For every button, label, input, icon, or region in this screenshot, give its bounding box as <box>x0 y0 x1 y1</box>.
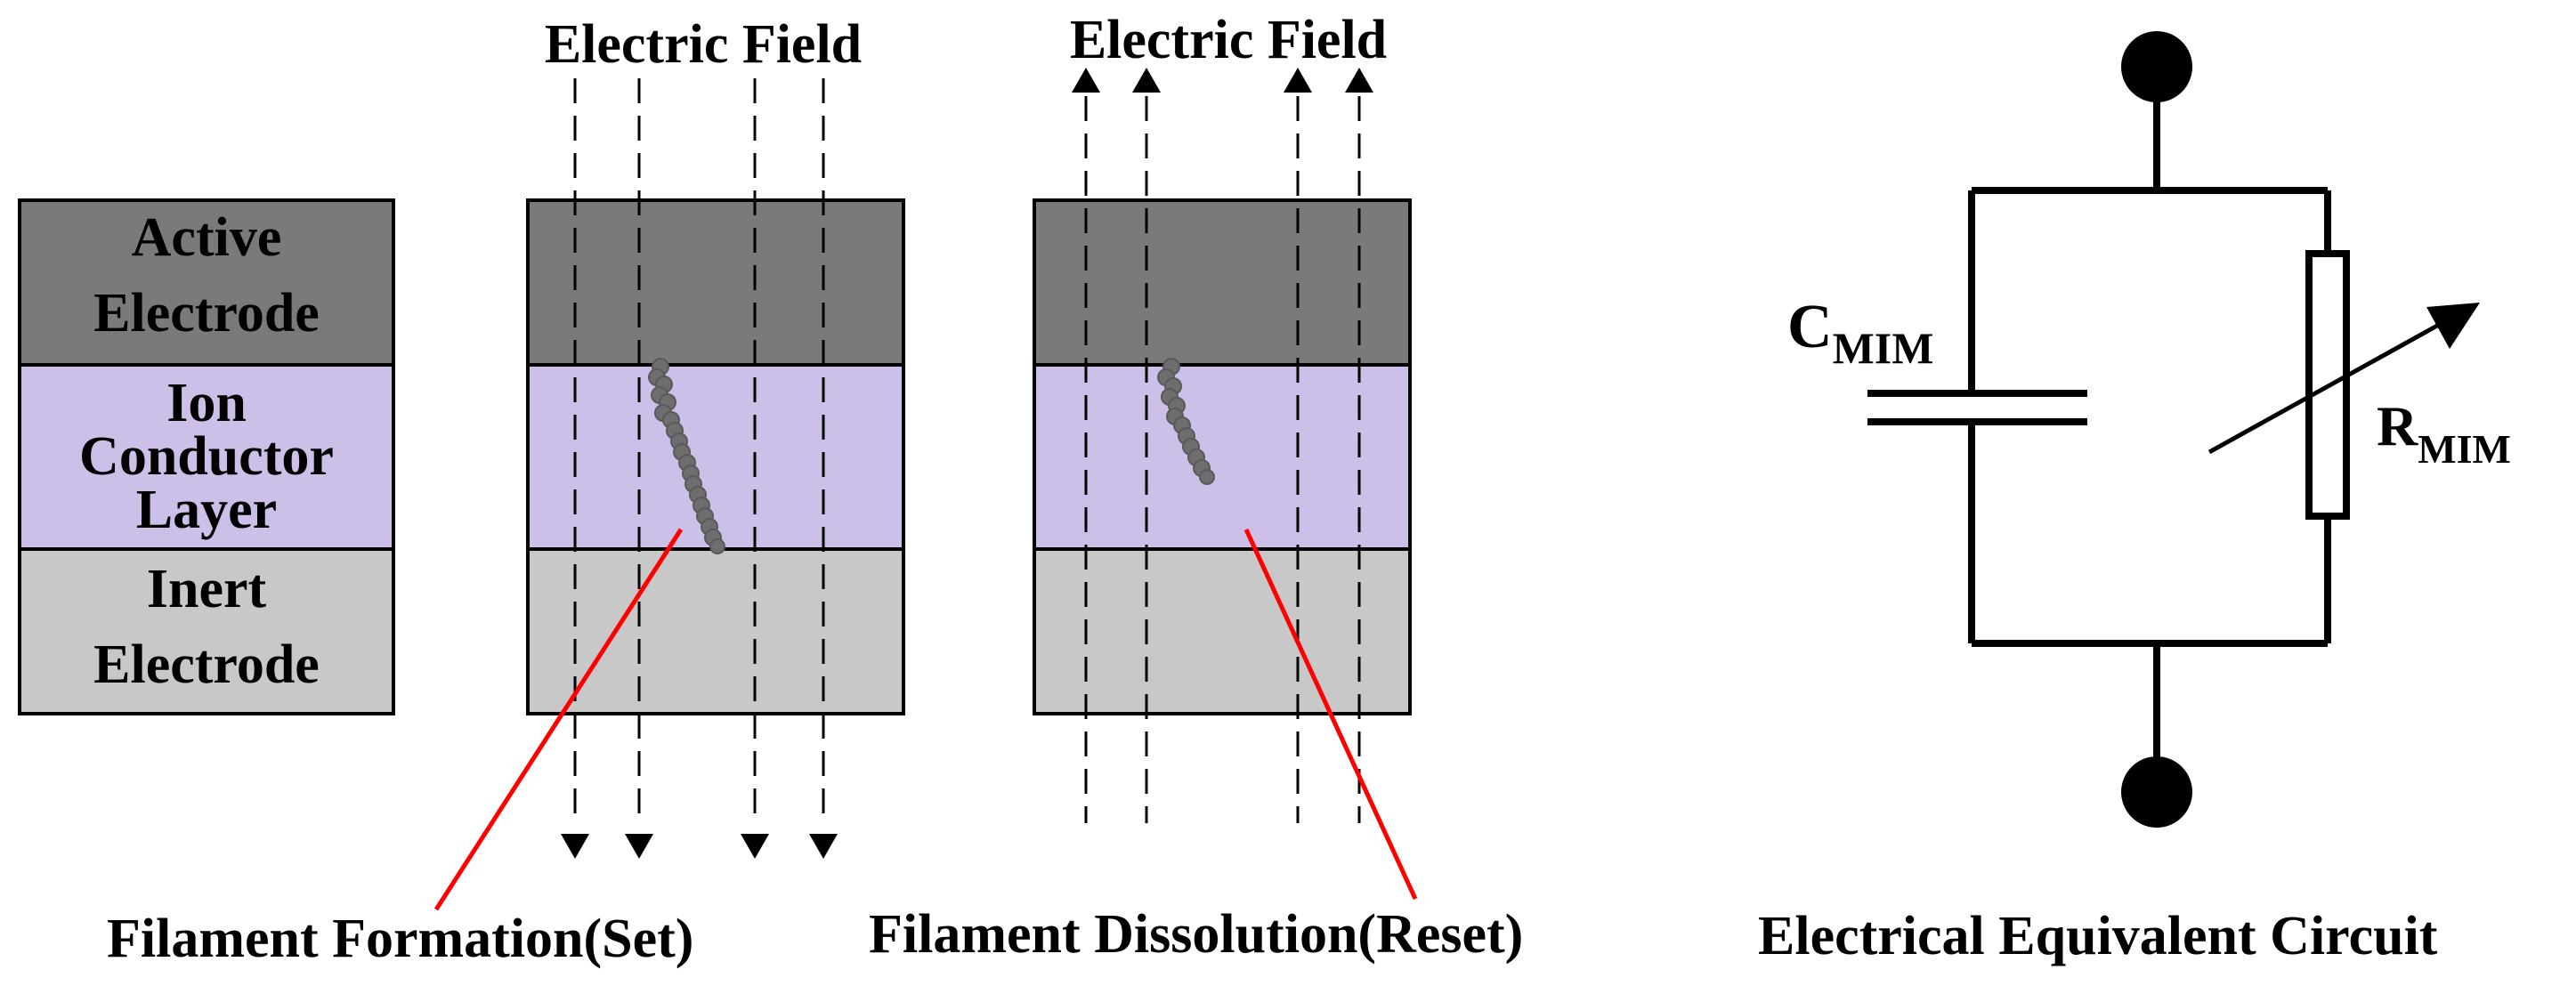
capacitor-label: CMIM <box>1787 293 1933 373</box>
inert-electrode-label-line1: Inert <box>147 559 267 619</box>
equivalent-circuit <box>1867 31 2439 828</box>
reset-arrow-up-2 <box>1132 68 1161 93</box>
ion-conductor-label-line1: Ion <box>166 373 247 433</box>
ion-conductor-label-line3: Layer <box>136 480 277 540</box>
set-arrow-down-4 <box>809 834 838 859</box>
reset-filament <box>1157 358 1215 485</box>
reset-arrow-up-1 <box>1072 68 1100 93</box>
set-arrow-down-1 <box>561 834 589 859</box>
set-field-arrows <box>561 834 838 859</box>
circuit-caption: Electrical Equivalent Circuit <box>1758 906 2438 966</box>
inert-electrode-label-line2: Electrode <box>93 634 320 695</box>
variable-arrow-head <box>2426 303 2480 349</box>
ion-conductor-label-line2: Conductor <box>79 426 334 487</box>
set-field-lines <box>573 78 825 823</box>
reset-pointer-line <box>1243 528 1418 901</box>
set-panel: Electric Field Filament Formation(Set <box>107 14 905 969</box>
inert-electrode-layer <box>18 547 395 715</box>
bottom-terminal <box>2121 756 2192 828</box>
active-electrode-layer <box>18 198 395 367</box>
active-electrode-label-line1: Active <box>132 207 282 268</box>
set-electric-field-label: Electric Field <box>545 14 862 75</box>
circuit-labels: CMIM RMIM Electrical Equivalent Circuit <box>1758 293 2511 966</box>
variable-arrow-shaft <box>2207 323 2439 455</box>
reset-active-electrode <box>1033 198 1412 367</box>
reset-caption: Filament Dissolution(Reset) <box>869 904 1523 965</box>
set-arrow-down-2 <box>625 834 653 859</box>
ion-conductor-layer <box>18 363 395 551</box>
set-arrow-down-3 <box>741 834 769 859</box>
set-caption: Filament Formation(Set) <box>107 909 693 969</box>
resistor-label: RMIM <box>2377 394 2511 472</box>
set-inert-electrode <box>526 547 905 715</box>
reset-panel: Electric Field Filament Dissolution(Rese… <box>869 10 1523 965</box>
reset-arrow-up-4 <box>1345 68 1373 93</box>
reset-arrow-up-3 <box>1284 68 1312 93</box>
reset-field-lines <box>1084 96 1361 823</box>
layer-stack: Active Electrode Ion Conductor Layer Ine… <box>18 198 395 715</box>
set-active-electrode <box>526 198 905 367</box>
reset-electric-field-label: Electric Field <box>1070 10 1387 70</box>
reset-field-arrows <box>1072 68 1373 93</box>
reset-inert-electrode <box>1033 547 1412 715</box>
active-electrode-label-line2: Electrode <box>93 283 320 343</box>
reset-ion-conductor <box>1033 363 1412 551</box>
set-pointer-line <box>433 528 684 911</box>
set-filament <box>648 358 725 554</box>
top-terminal <box>2121 31 2192 102</box>
